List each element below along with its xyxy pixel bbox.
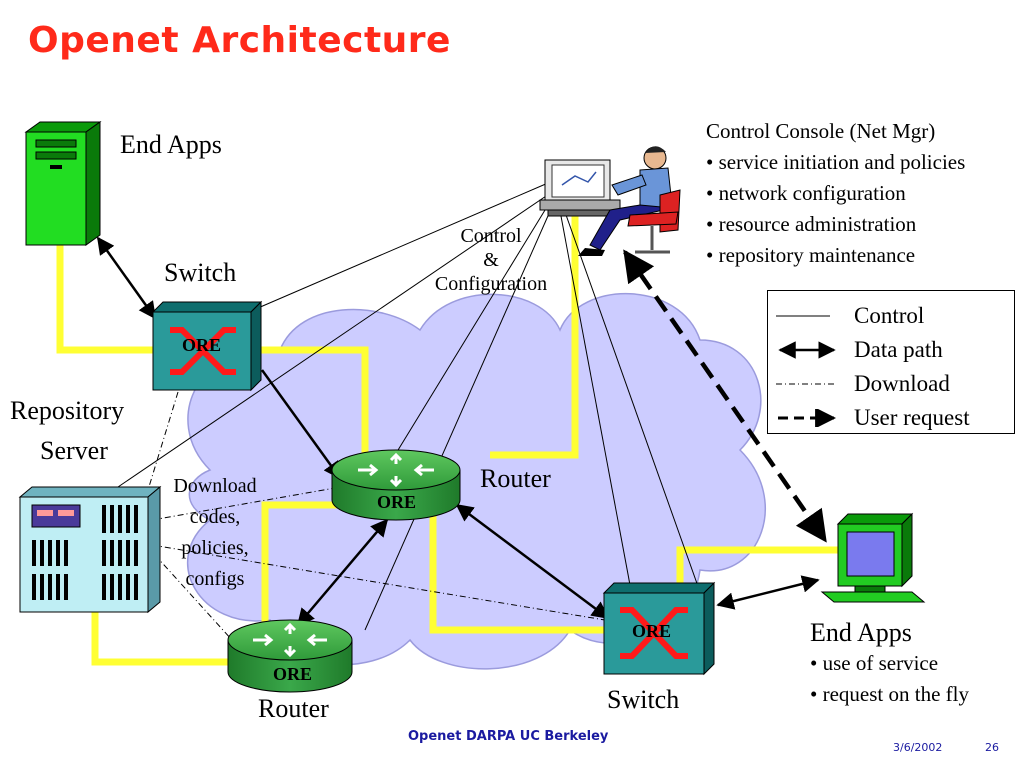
control-console-text: Control Console (Net Mgr) • service init…	[706, 116, 965, 271]
page-number: 26	[985, 741, 999, 754]
console-bullet: • service initiation and policies	[706, 150, 966, 174]
ore-label-switch-bottom: ORE	[632, 621, 671, 641]
legend: Control Data path Download User request	[767, 290, 1015, 434]
ore-label-router-center: ORE	[377, 492, 416, 512]
data-path-arrows	[96, 236, 820, 627]
ore-label-router-bottom: ORE	[273, 664, 312, 684]
end-apps-monitor	[820, 512, 926, 603]
end-apps-bullet: • request on the fly	[810, 682, 969, 706]
repository-label-line1: Repository	[10, 396, 125, 425]
console-bullet: • network configuration	[706, 181, 906, 205]
end-apps-tower	[24, 121, 102, 246]
slide-title: Openet Architecture	[28, 20, 451, 61]
router-center-icon: ORE	[331, 449, 461, 521]
control-console-icon	[539, 146, 681, 256]
end-apps-top-label: End Apps	[120, 130, 222, 159]
repository-label-line2: Server	[40, 436, 108, 465]
legend-control: Control	[776, 303, 925, 328]
legend-user-request: User request	[778, 405, 970, 430]
slide-date: 3/6/2002	[893, 741, 943, 754]
user-request-arrow	[623, 249, 827, 543]
end-apps-bullet: • use of service	[810, 651, 939, 675]
repository-server-icon	[18, 485, 162, 614]
console-bullet: • repository maintenance	[706, 243, 916, 267]
control-lines	[117, 182, 701, 631]
download-label: Download codes, policies, configs	[173, 475, 257, 590]
ore-label-switch-top: ORE	[182, 335, 221, 355]
router-bottom-icon: ORE	[227, 619, 353, 693]
switch-bottom-label: Switch	[607, 685, 680, 714]
switch-top-icon: ORE	[151, 300, 263, 392]
control-config-label: Control & Configuration	[434, 225, 548, 295]
yellow-links	[56, 215, 845, 666]
console-title: Control Console (Net Mgr)	[706, 119, 936, 143]
end-apps-bottom-text: End Apps • use of service • request on t…	[810, 618, 969, 710]
footer-text: Openet DARPA UC Berkeley	[408, 729, 609, 744]
legend-data-path: Data path	[778, 337, 943, 362]
router-center-label: Router	[480, 464, 551, 493]
console-bullet: • resource administration	[706, 212, 917, 236]
legend-download: Download	[776, 371, 950, 396]
router-bottom-label: Router	[258, 694, 329, 723]
switch-bottom-icon: ORE	[602, 581, 716, 676]
switch-top-label: Switch	[164, 258, 237, 287]
end-apps-bottom-title: End Apps	[810, 618, 912, 647]
